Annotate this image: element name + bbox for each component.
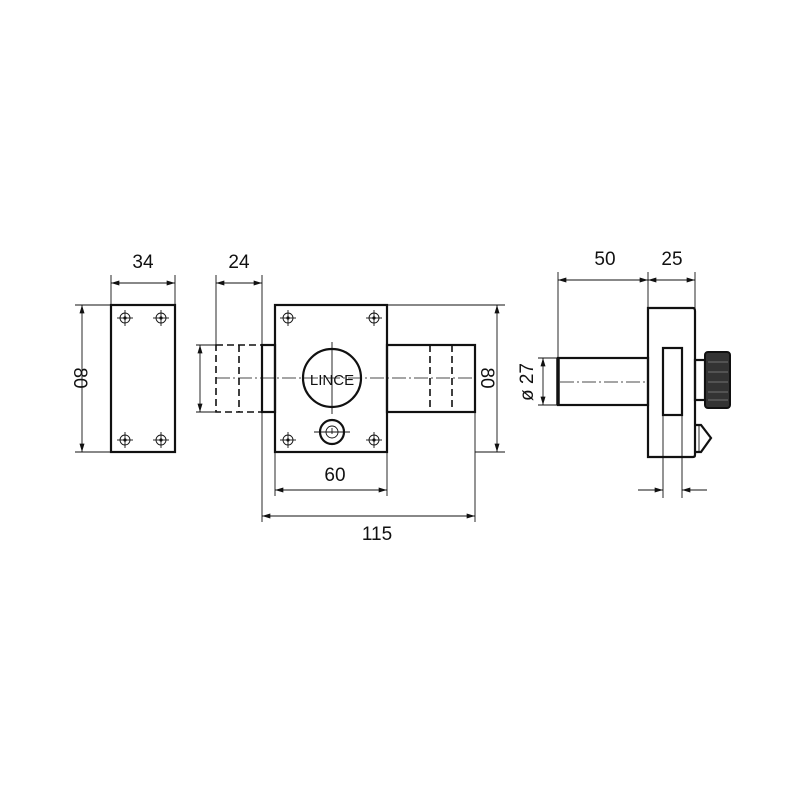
screw-icon: [279, 431, 297, 449]
brand-label: LINCE: [310, 372, 354, 389]
dim-body-depth: 25: [661, 249, 682, 270]
strike-plate-view: 34 80: [69, 252, 177, 454]
screw-icon: [152, 431, 170, 449]
bolt-left: [260, 343, 277, 414]
dim-plate-height: 80: [69, 367, 90, 388]
lock-body: [273, 303, 389, 454]
screw-icon: [279, 309, 297, 327]
dim-plate-width: 34: [132, 252, 154, 273]
screw-icon: [116, 431, 134, 449]
dim-bolt-throw: 24: [228, 252, 250, 273]
screw-icon: [152, 309, 170, 327]
screw-icon: [365, 309, 383, 327]
dim-overall-width: 115: [362, 524, 392, 545]
screw-icon: [365, 431, 383, 449]
knob-icon: [704, 351, 731, 409]
dim-cylinder-diameter: ø 27: [517, 363, 538, 401]
strike-plate: [109, 303, 177, 454]
lock-body-side: [646, 306, 697, 459]
dim-body-width: 60: [324, 465, 345, 486]
cylinder-shaft: [556, 356, 650, 407]
lock-side-view: 50 25 ø 27: [517, 249, 731, 498]
latch-button: [695, 423, 713, 454]
screw-icon: [116, 309, 134, 327]
dim-cylinder-length: 50: [594, 249, 615, 270]
lock-front-view: LINCE 24 80 60 115: [196, 252, 505, 545]
bolt-right: [385, 343, 477, 414]
bolt-section: [661, 346, 684, 417]
dim-body-height: 80: [476, 367, 497, 388]
cylinder-rose: [301, 347, 363, 409]
keyhole-icon: [314, 418, 350, 446]
